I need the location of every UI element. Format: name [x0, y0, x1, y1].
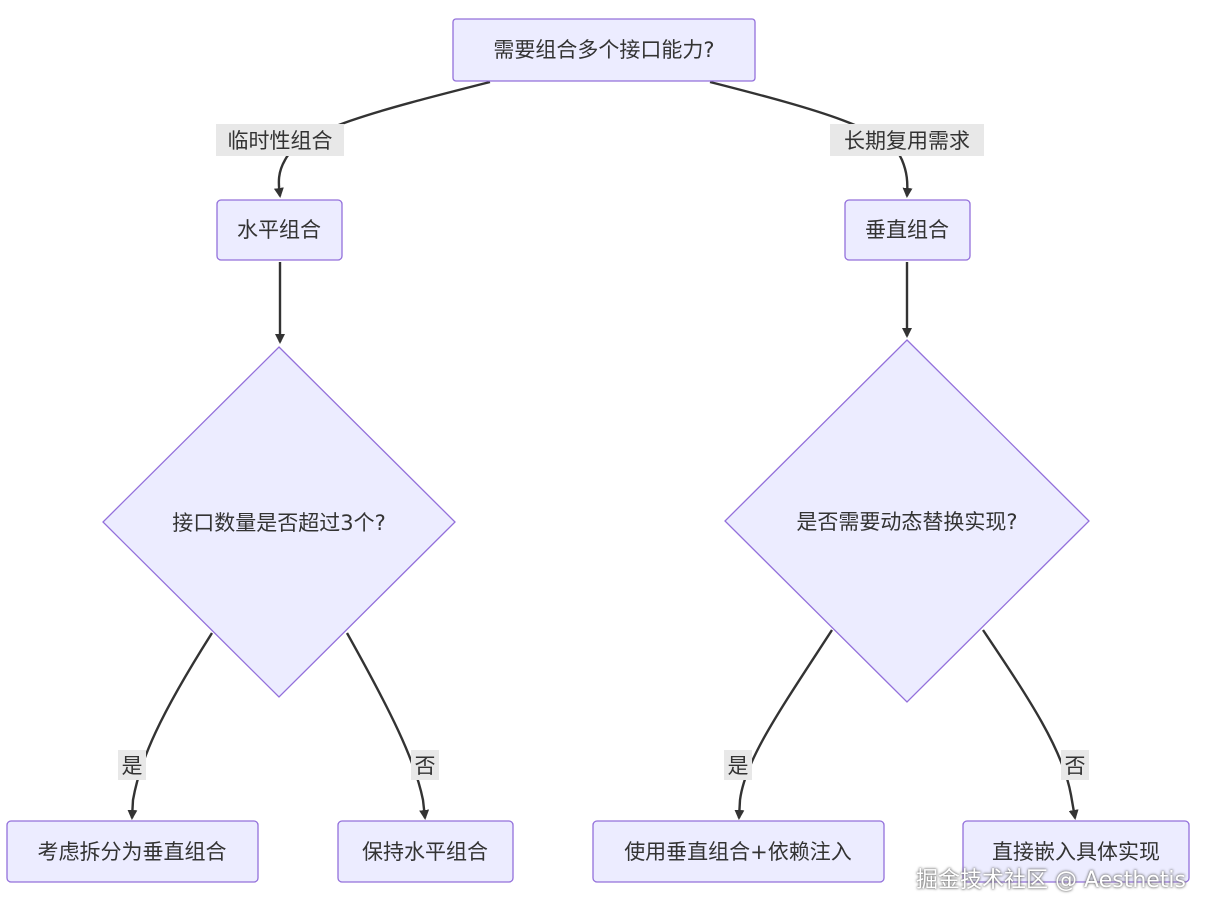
- edge-decision-count-to-split: [127, 632, 214, 820]
- svg-text:是否需要动态替换实现?: 是否需要动态替换实现?: [796, 510, 1017, 534]
- watermark: 掘金技术社区 @ Aesthetis: [916, 868, 1186, 893]
- node-start: 需要组合多个接口能力?: [452, 18, 756, 82]
- svg-text:临时性组合: 临时性组合: [228, 129, 333, 153]
- node-horizontal: 水平组合: [216, 199, 343, 261]
- svg-text:否: 否: [415, 754, 436, 778]
- svg-text:需要组合多个接口能力?: 需要组合多个接口能力?: [493, 38, 714, 62]
- svg-text:是: 是: [122, 754, 143, 778]
- node-use-di: 使用垂直组合+依赖注入: [592, 820, 885, 883]
- edge-label-long-term: 长期复用需求: [830, 124, 984, 156]
- edge-label-temporary: 临时性组合: [216, 124, 344, 156]
- edge-label-yes-left: 是: [118, 750, 146, 780]
- svg-text:是: 是: [728, 754, 749, 778]
- svg-text:否: 否: [1065, 754, 1086, 778]
- edge-label-no-right: 否: [1061, 750, 1089, 780]
- node-embed: 直接嵌入具体实现: [962, 820, 1190, 883]
- svg-text:直接嵌入具体实现: 直接嵌入具体实现: [992, 840, 1160, 864]
- svg-text:长期复用需求: 长期复用需求: [844, 129, 970, 153]
- svg-text:垂直组合: 垂直组合: [865, 218, 949, 242]
- svg-text:水平组合: 水平组合: [237, 218, 321, 242]
- svg-text:考虑拆分为垂直组合: 考虑拆分为垂直组合: [38, 840, 227, 864]
- node-vertical: 垂直组合: [844, 199, 971, 261]
- edge-decision-dynamic-to-use-di: [734, 629, 834, 820]
- svg-text:接口数量是否超过3个?: 接口数量是否超过3个?: [172, 511, 386, 535]
- edge-decision-count-to-keep: [345, 632, 430, 820]
- edge-label-no-left: 否: [411, 750, 439, 780]
- node-decision-dynamic: 是否需要动态替换实现?: [724, 339, 1090, 703]
- node-keep: 保持水平组合: [337, 820, 514, 883]
- node-decision-count: 接口数量是否超过3个?: [102, 346, 456, 698]
- svg-text:使用垂直组合+依赖注入: 使用垂直组合+依赖注入: [624, 840, 852, 864]
- edge-label-yes-right: 是: [724, 750, 752, 780]
- edge-decision-dynamic-to-embed: [982, 629, 1079, 820]
- svg-text:保持水平组合: 保持水平组合: [362, 840, 488, 864]
- node-split: 考虑拆分为垂直组合: [6, 820, 259, 883]
